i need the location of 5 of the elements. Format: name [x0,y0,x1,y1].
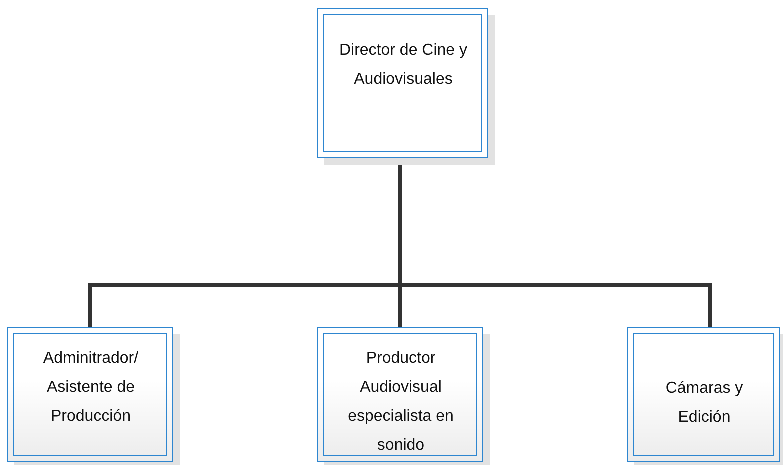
role-title: Director de Cine y Audiovisuales [338,41,469,90]
role-title: Adminitrador/ Asistente de Producción [42,349,140,427]
role-title: Productor Audiovisual especialista en sonido [347,349,455,456]
role-title: Cámaras y Edición [664,379,744,428]
org-box [627,327,780,462]
